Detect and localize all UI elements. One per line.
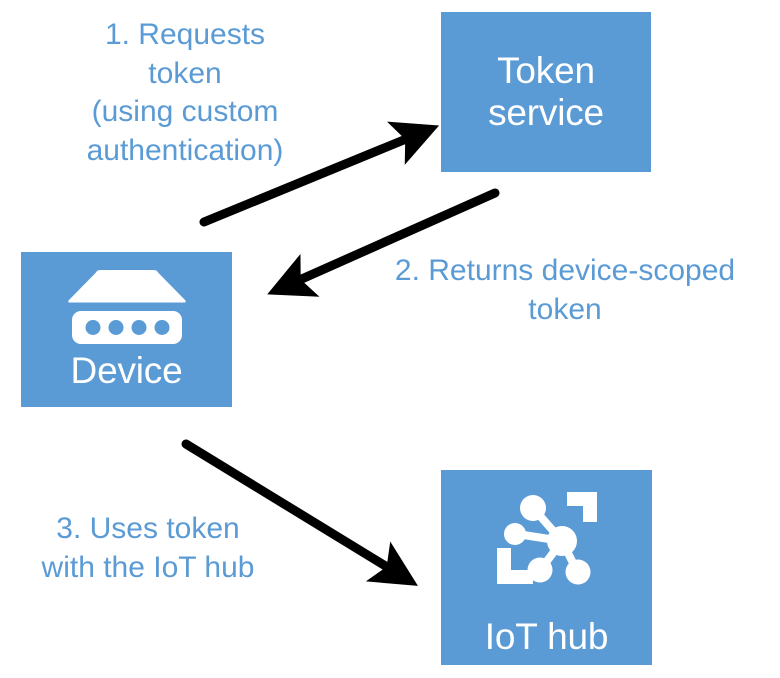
step-2-label: 2. Returns device-scoped token bbox=[394, 254, 736, 326]
node-iot-hub[interactable]: IoT hub bbox=[441, 470, 652, 665]
node-device[interactable]: Device bbox=[21, 252, 232, 407]
node-token-service[interactable]: Token service bbox=[441, 12, 651, 172]
node-iot-hub-label: IoT hub bbox=[484, 616, 609, 657]
iot-hub-icon bbox=[496, 492, 597, 585]
step-3-label: 3. Uses token with the IoT hub bbox=[41, 512, 255, 584]
node-device-label: Device bbox=[70, 350, 183, 391]
device-icon bbox=[67, 270, 186, 344]
node-token-service-label: Token service bbox=[488, 49, 604, 133]
step-1-label: 1. Requests token (using custom authenti… bbox=[86, 18, 284, 168]
